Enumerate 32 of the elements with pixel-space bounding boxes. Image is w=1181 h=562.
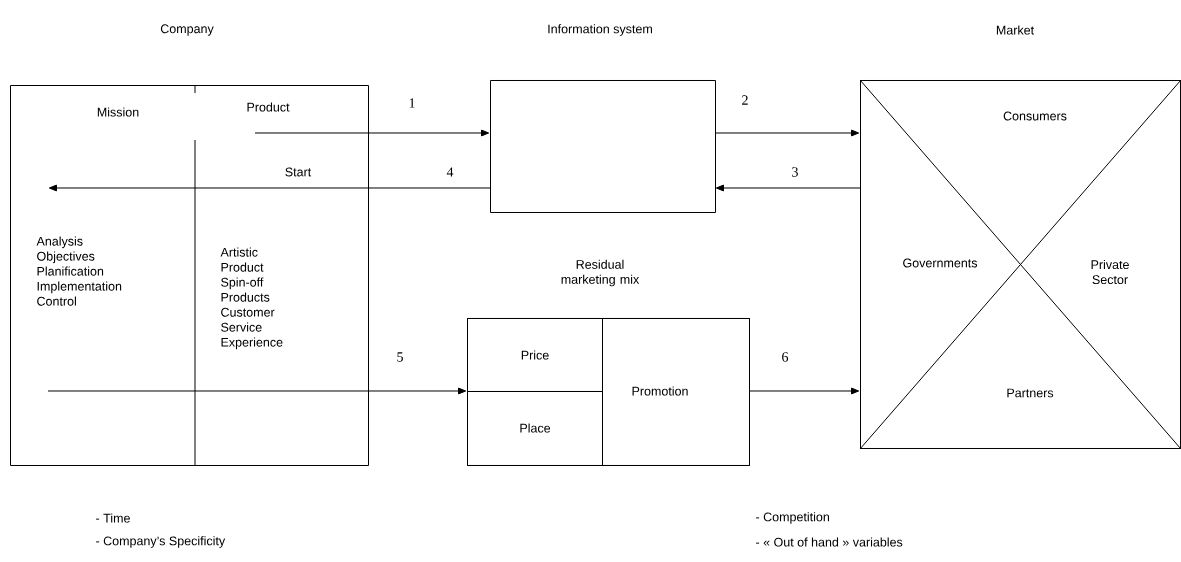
mix-cell: Place: [467, 391, 603, 466]
edge-label: 1: [407, 97, 417, 109]
heading-text: Company: [160, 24, 214, 36]
section-label: Product: [247, 102, 290, 112]
note-text: - Company’s Specificity: [96, 536, 226, 548]
edge-label: 4: [445, 166, 455, 178]
mix-cell: Promotion: [602, 318, 750, 466]
arrow: [47, 387, 467, 395]
arrow: [48, 184, 491, 192]
heading-text: Residual marketing mix: [561, 259, 640, 287]
edge-label: 6: [780, 351, 790, 363]
arrow-caption: Start: [285, 167, 312, 177]
section-label: Partners: [1007, 388, 1054, 398]
edge-label: 2: [740, 94, 750, 106]
section-label: Governments: [903, 258, 978, 268]
note-text: - « Out of hand » variables: [756, 537, 903, 547]
section-label: Private Sector: [1091, 259, 1129, 285]
section-label: Consumers: [1003, 111, 1067, 121]
arrow: [715, 184, 861, 192]
mix-cell: Price: [467, 318, 603, 392]
note-text: - Time: [96, 513, 130, 523]
note-text: - Competition: [756, 512, 829, 524]
heading-text: Market: [996, 25, 1034, 35]
heading-text: Information system: [548, 24, 652, 36]
text-list: Artistic Product Spin-off Products Customer Service Experience: [220, 247, 283, 350]
text-list: Analysis Objectives Planification Implementation Control: [36, 236, 122, 306]
edge-label: 3: [790, 166, 800, 178]
edge-label: 5: [395, 351, 405, 363]
arrow: [748, 387, 860, 395]
section-label: Mission: [97, 107, 139, 117]
arrow: [254, 129, 490, 137]
arrow: [714, 129, 860, 137]
